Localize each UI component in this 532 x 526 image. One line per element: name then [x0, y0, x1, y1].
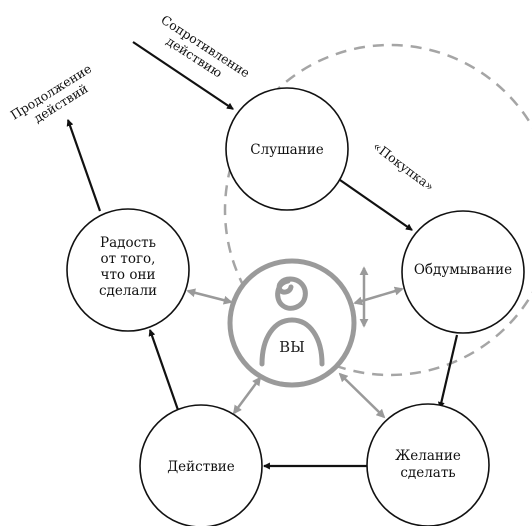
node-action: Действие [139, 404, 263, 526]
node-action-label: Действие [167, 459, 235, 475]
node-desire-label-line2: сделать [400, 465, 455, 481]
purchase-label: «Покупка» [370, 138, 437, 194]
node-listening-label: Слушание [250, 142, 323, 158]
node-considering: Обдумывание [401, 210, 525, 334]
purchase-label-text: «Покупка» [370, 138, 437, 194]
gray-arrow-you-action [232, 376, 262, 415]
node-joy-label-line2: от того, [101, 251, 156, 267]
person-icon [259, 276, 325, 367]
node-listening: Слушание [225, 87, 349, 211]
node-joy: Радость от того, что они сделали [66, 208, 190, 332]
center-you: ВЫ [227, 258, 357, 388]
node-considering-label: Обдумывание [414, 262, 512, 278]
arrow-joy-to-continuation [66, 119, 102, 212]
node-desire-label-line1: Желание [395, 448, 461, 464]
gray-arrow-you-desire [338, 372, 386, 419]
arrow-listening-to-considering [339, 179, 413, 231]
node-joy-label-line1: Радость [100, 235, 156, 251]
resistance-label: Сопротивление действию [158, 12, 252, 81]
arrow-resistance-to-listening [132, 41, 234, 110]
gray-arrow-you-considering [353, 286, 404, 306]
node-joy-label-line3: что они [101, 267, 156, 283]
gray-arrow-you-joy [186, 288, 233, 305]
center-you-label: ВЫ [279, 338, 305, 356]
node-desire: Желание сделать [366, 403, 490, 526]
purchase-dashed-circle [223, 43, 532, 377]
arrow-considering-to-desire [437, 334, 459, 410]
continuation-label: Продолжение действий [8, 61, 94, 126]
arrow-action-to-joy [148, 329, 180, 411]
node-joy-label-line4: сделали [99, 283, 157, 299]
